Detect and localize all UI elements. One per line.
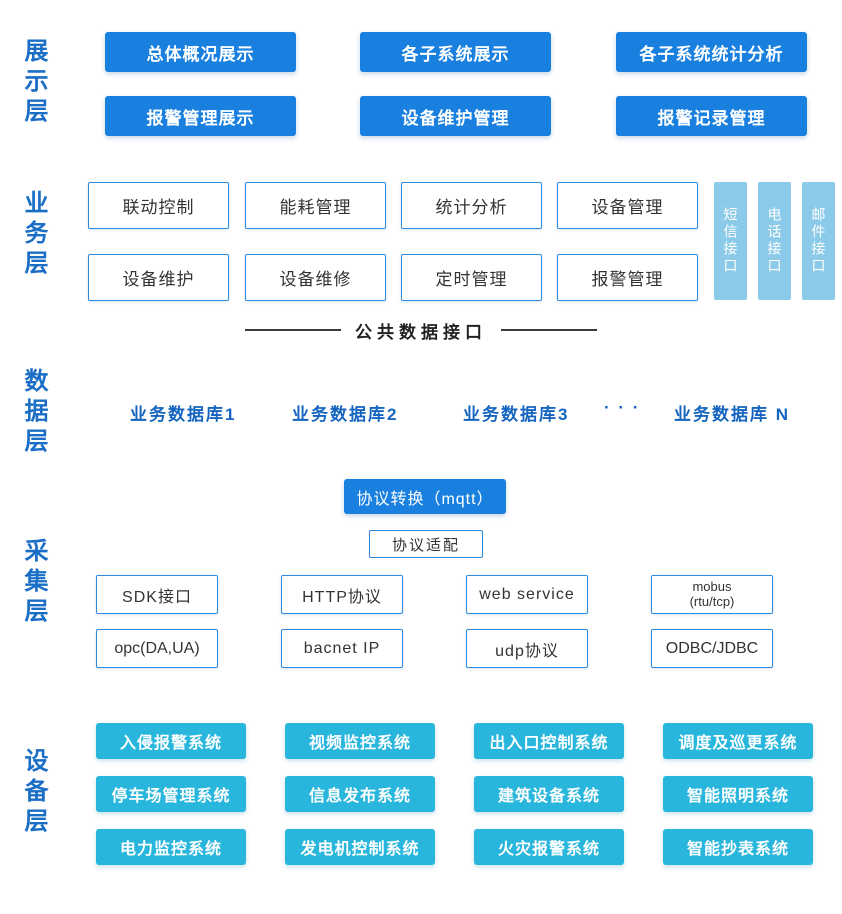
display-node: 各子系统统计分析 [616,32,807,72]
interface-tab-phone: 电话接口 [758,182,791,300]
display-node: 各子系统展示 [360,32,551,72]
database-label: 业务数据库3 [463,405,570,424]
protocol-adapter: 协议适配 [369,530,483,558]
device-system: 视频监控系统 [285,723,435,759]
device-system: 信息发布系统 [285,776,435,812]
device-system: 火灾报警系统 [474,829,624,865]
database-label: 业务数据库 N [674,405,790,424]
layer-label-device: 设备层 [20,748,47,838]
protocol-box: web service [466,575,588,614]
display-node: 设备维护管理 [360,96,551,136]
layer-label-data: 数据层 [20,368,47,458]
device-system: 智能照明系统 [663,776,813,812]
connector-line-left [245,329,341,331]
device-system: 电力监控系统 [96,829,246,865]
business-module: 设备维修 [245,254,386,301]
layer-label-display: 展示层 [20,38,47,128]
device-system: 发电机控制系统 [285,829,435,865]
display-node: 报警记录管理 [616,96,807,136]
device-system: 调度及巡更系统 [663,723,813,759]
interface-tab-sms: 短信接口 [714,182,747,300]
device-system: 停车场管理系统 [96,776,246,812]
protocol-box: HTTP协议 [281,575,403,614]
business-module: 设备管理 [557,182,698,229]
connector-line-right [501,329,597,331]
database-ellipsis: · · · [604,398,641,417]
business-module: 统计分析 [401,182,542,229]
layer-label-business: 业务层 [20,190,47,280]
business-module: 能耗管理 [245,182,386,229]
protocol-box: ODBC/JDBC [651,629,773,668]
device-system: 出入口控制系统 [474,723,624,759]
protocol-converter: 协议转换（mqtt） [344,479,506,514]
device-system: 建筑设备系统 [474,776,624,812]
protocol-box: SDK接口 [96,575,218,614]
business-module: 联动控制 [88,182,229,229]
business-module: 定时管理 [401,254,542,301]
common-data-interface: 公共数据接口 [216,318,626,342]
display-node: 总体概况展示 [105,32,296,72]
database-label: 业务数据库1 [130,405,237,424]
business-module: 报警管理 [557,254,698,301]
layer-label-collect: 采集层 [20,538,47,628]
protocol-box: opc(DA,UA) [96,629,218,668]
business-module: 设备维护 [88,254,229,301]
interface-tab-mail: 邮件接口 [802,182,835,300]
device-system: 入侵报警系统 [96,723,246,759]
display-node: 报警管理展示 [105,96,296,136]
common-interface-label: 公共数据接口 [355,322,487,342]
protocol-box: bacnet IP [281,629,403,668]
protocol-box: mobus (rtu/tcp) [651,575,773,614]
protocol-box: udp协议 [466,629,588,668]
device-system: 智能抄表系统 [663,829,813,865]
database-label: 业务数据库2 [292,405,399,424]
